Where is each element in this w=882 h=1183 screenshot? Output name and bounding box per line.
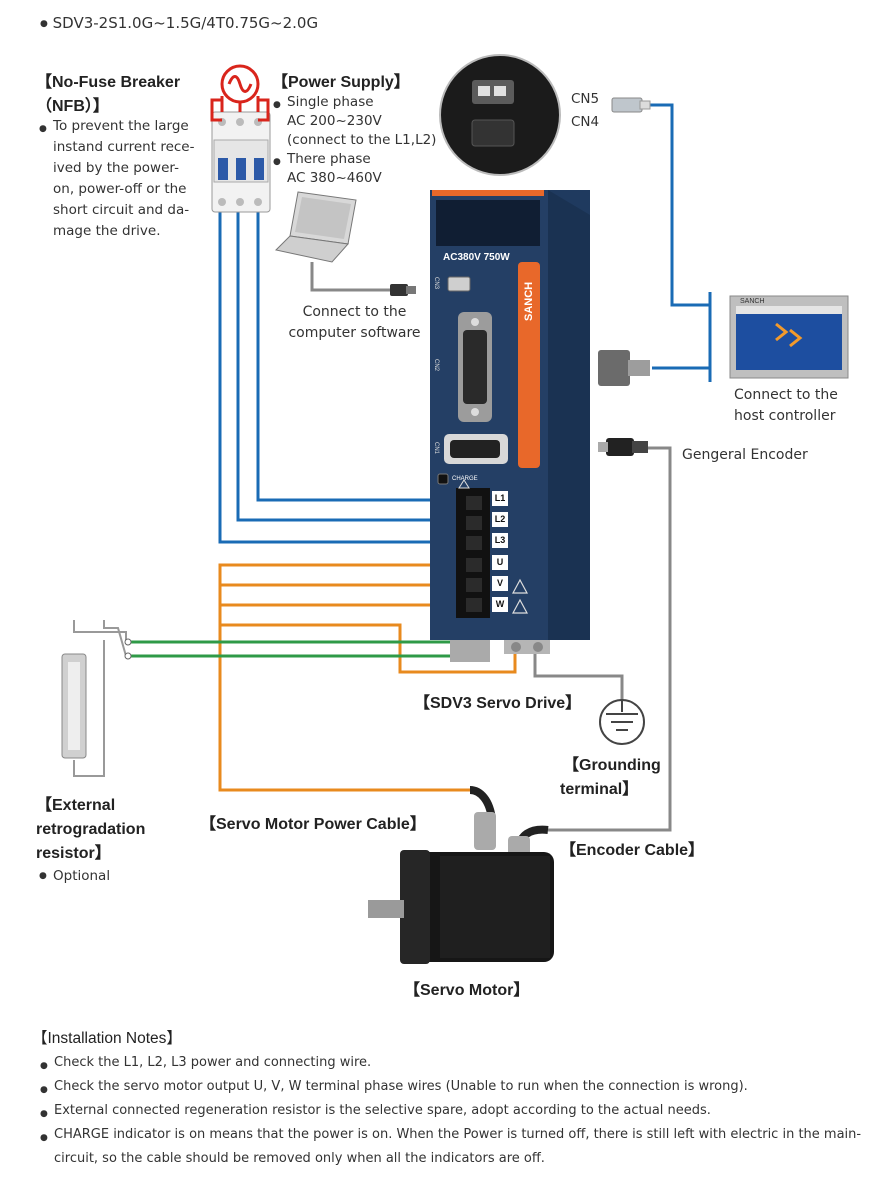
power-supply-title: 【Power Supply】: [272, 74, 410, 91]
servo-motor: [368, 850, 554, 964]
servo-drive: [430, 190, 590, 662]
ground-symbol: [599, 699, 645, 745]
servo-motor-caption: 【Servo Motor】: [404, 982, 530, 999]
encoder-plug: [598, 438, 648, 456]
motor-power-cable-caption: 【Servo Motor Power Cable】: [200, 816, 426, 833]
drive-caption: 【SDV3 Servo Drive】: [414, 695, 582, 712]
host-caption: Connect to the host controller: [734, 385, 838, 427]
drive-brand: SANCH: [523, 281, 535, 321]
single-phase-line: (connect to the L1,L2): [287, 132, 437, 148]
rj45-plug: [611, 97, 651, 113]
resistor-line: 【External: [36, 797, 116, 814]
communication-wires: [648, 103, 712, 382]
nfb-title: 【No-Fuse Breaker: [36, 74, 181, 91]
encoder-cable-caption: 【Encoder Cable】: [560, 842, 705, 859]
terminal-v: V: [492, 576, 508, 591]
computer-caption: Connect to the computer software: [282, 302, 427, 344]
nfb-line: To prevent the large: [53, 118, 189, 134]
host-line: Connect to the: [734, 387, 838, 403]
install-note: Check the servo motor output U, V, W ter…: [40, 1075, 872, 1102]
install-note: Check the L1, L2, L3 power and connectin…: [40, 1051, 872, 1078]
hmi-brand: SANCH: [740, 298, 765, 305]
nfb-line: on, power-off or the: [53, 181, 187, 197]
cn3-closeup: [439, 54, 561, 176]
terminal-w: W: [492, 597, 508, 612]
resistor-line: retrogradation: [36, 821, 146, 838]
single-phase-line: Single phase: [287, 94, 374, 110]
nfb-line: instand current rece-: [53, 139, 195, 155]
computer-line: computer software: [288, 325, 421, 341]
usb-plug: [390, 284, 416, 296]
install-notes-title: 【Installation Notes】: [32, 1030, 182, 1047]
grounding-caption-2: terminal】: [560, 781, 639, 798]
cn4-label: CN4: [571, 114, 600, 130]
terminal-l3: L3: [492, 533, 508, 548]
single-phase-line: AC 200~230V: [287, 113, 382, 129]
nfb-line: mage the drive.: [53, 223, 161, 239]
host-controller-hmi: [729, 295, 849, 379]
nfb-line: short circuit and da-: [53, 202, 190, 218]
terminal-l2: L2: [492, 512, 508, 527]
nfb-title-abbr: （NFB）】: [36, 98, 109, 115]
model-title-text: SDV3-2S1.0G~1.5G/4T0.75G~2.0G: [52, 14, 319, 32]
three-phase-line: There phase: [287, 151, 371, 167]
install-notes-list: Check the L1, L2, L3 power and connectin…: [40, 1051, 872, 1171]
gray-wires: [310, 262, 672, 832]
power-three-phase: There phase AC 380~460V: [273, 150, 382, 188]
charge-label: CHARGE: [452, 476, 478, 482]
ac-source-symbol: [210, 64, 270, 122]
nfb-description: To prevent the large instand current rec…: [39, 116, 195, 242]
install-note: External connected regeneration resistor…: [40, 1099, 872, 1126]
general-encoder-label: Gengeral Encoder: [682, 447, 808, 463]
grounding-caption-1: 【Grounding: [563, 757, 661, 774]
cn4-connector-plug: [598, 350, 650, 386]
terminal-l1: L1: [492, 491, 508, 506]
terminal-u: U: [492, 555, 508, 570]
no-fuse-breaker: [211, 111, 271, 213]
resistor-caption: 【External retrogradation resistor】: [36, 794, 145, 866]
cn1-port-label: CN1: [433, 441, 440, 455]
install-note: CHARGE indicator is on means that the po…: [40, 1123, 872, 1171]
computer-line: Connect to the: [302, 304, 407, 320]
resistor-optional: Optional: [39, 868, 110, 884]
nfb-line: ived by the power-: [53, 160, 179, 176]
cn2-port-label: CN2: [433, 358, 440, 372]
power-input-wires: [218, 210, 460, 544]
model-title: ● SDV3-2S1.0G~1.5G/4T0.75G~2.0G: [40, 14, 319, 32]
drive-rating: AC380V 750W: [443, 252, 510, 263]
host-line: host controller: [734, 408, 836, 424]
resistor-wires: [130, 640, 460, 658]
regen-resistor: [61, 620, 132, 777]
cn5-label: CN5: [571, 91, 600, 107]
cn3-port-label: CN3: [433, 276, 440, 290]
terminal-labels: L1 L2 L3 U V W: [492, 491, 508, 612]
three-phase-line: AC 380~460V: [287, 170, 382, 186]
laptop-icon: [274, 191, 357, 263]
power-single-phase: Single phase AC 200~230V (connect to the…: [273, 93, 437, 150]
motor-power-wires: [218, 563, 517, 792]
resistor-line: resistor】: [36, 845, 111, 862]
